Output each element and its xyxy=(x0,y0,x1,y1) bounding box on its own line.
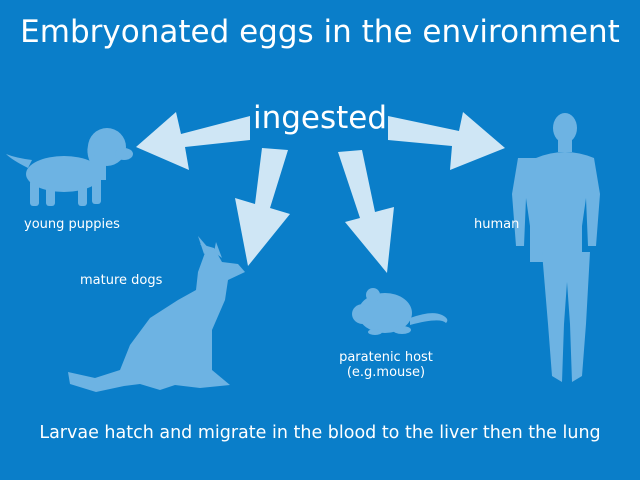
human-icon xyxy=(512,113,600,382)
footer-caption: Larvae hatch and migrate in the blood to… xyxy=(39,423,601,443)
young-puppies-label: young puppies xyxy=(24,217,120,232)
paratenic-host-label: paratenic host (e.g.mouse) xyxy=(336,350,436,380)
human-label: human xyxy=(474,217,520,232)
puppy-icon xyxy=(6,128,133,206)
mature-dogs-label: mature dogs xyxy=(80,273,163,288)
arrow-to-mature-dogs xyxy=(235,148,290,266)
arrow-to-paratenic-host xyxy=(338,150,394,273)
mouse-icon xyxy=(352,288,448,335)
arrow-to-young-puppies xyxy=(136,112,250,170)
paratenic-host-line1: paratenic host xyxy=(339,350,433,365)
slide-title: Embryonated eggs in the environment xyxy=(20,14,620,50)
ingested-label: ingested xyxy=(252,100,388,136)
paratenic-host-line2: (e.g.mouse) xyxy=(346,365,426,380)
dog-icon xyxy=(68,236,245,392)
arrow-to-human xyxy=(388,112,505,170)
